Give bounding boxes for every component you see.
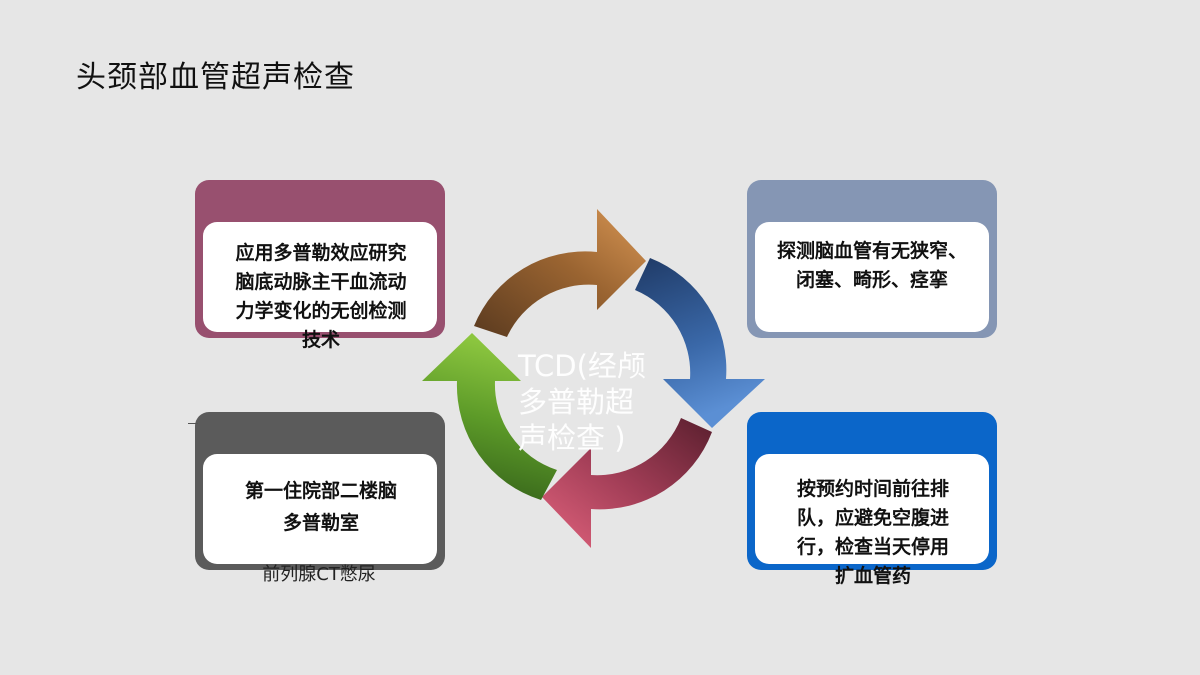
card-text-line: 探测脑血管有无狭窄、 bbox=[776, 240, 967, 262]
card-text-line: 行，检查当天停用 bbox=[796, 536, 949, 558]
cycle-arrow-left bbox=[422, 333, 557, 500]
card-precautions bbox=[747, 412, 997, 570]
card-inner-panel bbox=[755, 222, 989, 332]
card-inner-panel bbox=[203, 222, 437, 332]
card-text-line: 应用多普勒效应研究 bbox=[235, 242, 407, 264]
card-text-line: 扩血管药 bbox=[834, 565, 911, 587]
card-location bbox=[195, 412, 445, 570]
card-text-line: 闭塞、畸形、痉挛 bbox=[795, 269, 948, 291]
divider-mark bbox=[188, 423, 198, 424]
center-label-tcd: TCD(经颅 多普勒超 声检查 ) bbox=[518, 348, 678, 456]
card-text-line: 按预约时间前往排 bbox=[796, 478, 949, 500]
center-label-line: TCD(经颅 bbox=[518, 349, 646, 383]
cycle-arrow-right bbox=[635, 258, 765, 428]
card-text-precautions: 按预约时间前往排 队，应避免空腹进 行，检查当天停用 扩血管药 bbox=[755, 475, 991, 591]
card-text-line: 多普勒室 bbox=[282, 512, 359, 534]
card-inner-panel bbox=[755, 454, 989, 564]
card-text-line: 脑底动脉主干血流动 bbox=[235, 271, 407, 293]
card-text-scope: 探测脑血管有无狭窄、 闭塞、畸形、痉挛 bbox=[750, 237, 994, 295]
center-label-line: 声检查 ) bbox=[518, 421, 626, 455]
card-text-line: 队，应避免空腹进 bbox=[796, 507, 949, 529]
card-note: 前列腺CT憋尿 bbox=[262, 564, 376, 585]
card-dopplershow-purpose bbox=[195, 180, 445, 338]
card-text-purpose: 应用多普勒效应研究 脑底动脉主干血流动 力学变化的无创检测 技术 bbox=[205, 239, 437, 355]
card-text-line: 力学变化的无创检测 bbox=[235, 300, 407, 322]
page-title: 头颈部血管超声检查 bbox=[76, 60, 355, 95]
card-text-line: 第一住院部二楼脑 bbox=[244, 480, 397, 502]
card-text-line: 技术 bbox=[301, 329, 340, 351]
center-label-line: 多普勒超 bbox=[518, 385, 635, 419]
cycle-arrow-top bbox=[474, 209, 646, 337]
card-text-location: 第一住院部二楼脑 多普勒室 bbox=[205, 475, 437, 539]
cycle-arrow-bottom bbox=[542, 418, 712, 548]
card-inner-panel bbox=[203, 454, 437, 564]
card-detection-scope bbox=[747, 180, 997, 338]
